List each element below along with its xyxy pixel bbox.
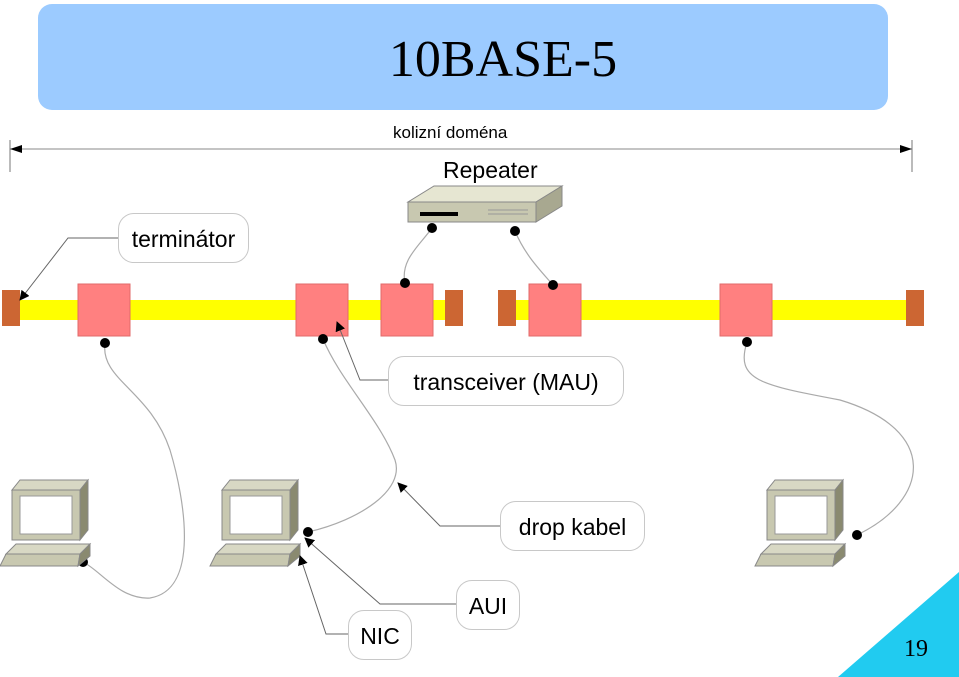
transceiver-pointer [335, 321, 388, 381]
callout-pointers [19, 237, 500, 635]
nic-pointer [298, 555, 348, 635]
nic-callout: NIC [348, 610, 412, 660]
nic-label: NIC [360, 623, 400, 649]
computer-3 [754, 478, 847, 568]
transceiver-3 [380, 283, 434, 337]
terminator-right-2 [906, 290, 924, 326]
computer-1 [0, 478, 92, 568]
transceiver-2 [295, 283, 349, 337]
transceiver-label: transceiver (MAU) [413, 369, 599, 395]
repeater-label: Repeater [443, 157, 538, 183]
collision-domain-label: kolizní doména [393, 123, 508, 142]
page-corner [838, 572, 959, 677]
transceiver-5 [719, 283, 773, 337]
page-number: 19 [904, 636, 928, 662]
drop-cable-label: drop kabel [518, 514, 627, 540]
coax-segment-right [510, 300, 915, 320]
terminator-left-1 [2, 290, 20, 326]
aui-pointer [304, 537, 462, 605]
terminator-label: terminátor [131, 226, 236, 252]
repeater-device [406, 185, 564, 223]
slide-title: 10BASE-5 [388, 31, 618, 88]
terminator-left-2 [445, 290, 463, 326]
aui-callout: AUI [456, 580, 520, 630]
transceiver-4 [528, 283, 582, 337]
collision-domain-line [9, 140, 913, 172]
aui-label: AUI [468, 593, 508, 619]
terminator-pointer [19, 237, 118, 301]
drop-cables [82, 227, 914, 599]
terminator-callout: terminátor [118, 213, 249, 263]
drop-cable-pointer [397, 482, 500, 527]
computer-2 [209, 478, 302, 568]
transceiver-callout: transceiver (MAU) [388, 356, 624, 406]
terminator-right-1 [498, 290, 516, 326]
title-banner: 10BASE-5 [38, 4, 888, 110]
transceiver-1 [77, 283, 131, 337]
drop-cable-callout: drop kabel [500, 501, 645, 551]
